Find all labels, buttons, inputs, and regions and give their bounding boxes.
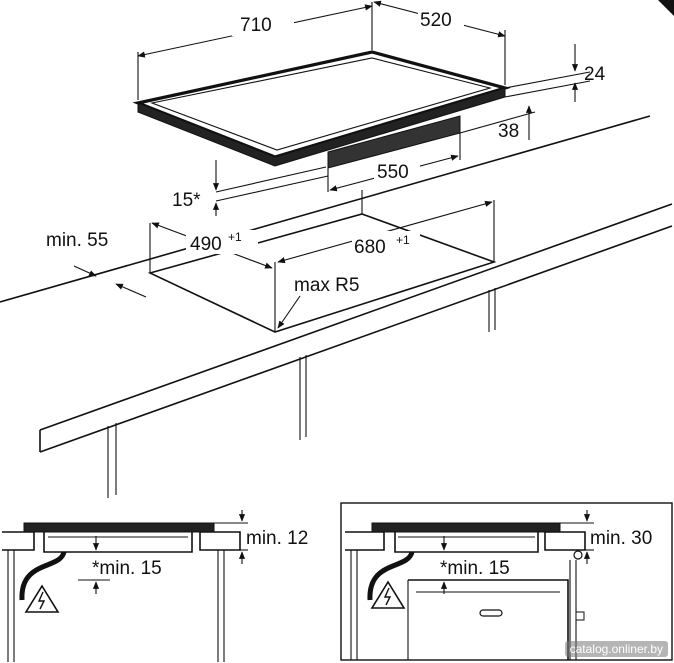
dim-38: 38 bbox=[459, 105, 536, 142]
dim-label-15: 15* bbox=[172, 190, 201, 211]
hob-glass-inner-edge bbox=[150, 57, 493, 151]
watermark: catalog.onliner.by bbox=[564, 641, 668, 657]
detail-right-min30: min. 30 bbox=[590, 528, 652, 549]
detail-left-min15: *min. 15 bbox=[92, 558, 162, 579]
dim-550: 550 bbox=[327, 133, 461, 192]
dim-label-490: 490 bbox=[190, 234, 222, 255]
dim-520: 520 bbox=[373, 0, 506, 85]
detail-left: min. 12 *min. 15 bbox=[2, 510, 308, 662]
dim-label-38: 38 bbox=[498, 121, 519, 142]
detail-right: min. 30 *min. 15 bbox=[340, 502, 673, 661]
dim-15: 15* bbox=[172, 160, 329, 216]
hob-drawing bbox=[132, 50, 511, 169]
electric-warning-icon-right bbox=[370, 580, 406, 609]
detail-left-min12: min. 12 bbox=[246, 528, 308, 549]
dim-label-min55: min. 55 bbox=[46, 230, 108, 251]
dim-tolerance-490: +1 bbox=[228, 230, 242, 244]
dim-label-r5: max R5 bbox=[294, 275, 359, 296]
worktop bbox=[0, 115, 673, 498]
dim-24: 24 bbox=[504, 44, 606, 102]
dim-tolerance-680: +1 bbox=[396, 233, 410, 247]
dim-label-520: 520 bbox=[420, 10, 452, 31]
corner-mark bbox=[658, 0, 674, 16]
dim-label-680: 680 bbox=[354, 237, 386, 258]
dim-710: 710 bbox=[137, 2, 373, 100]
detail-right-frame bbox=[340, 502, 673, 661]
dim-label-24: 24 bbox=[584, 64, 606, 85]
cutout: 490 +1 680 +1 max R5 min. 55 bbox=[46, 190, 497, 333]
dim-label-710: 710 bbox=[240, 15, 272, 36]
electric-warning-icon bbox=[24, 584, 60, 613]
detail-right-min15: *min. 15 bbox=[440, 558, 510, 579]
dim-label-550: 550 bbox=[377, 162, 409, 183]
